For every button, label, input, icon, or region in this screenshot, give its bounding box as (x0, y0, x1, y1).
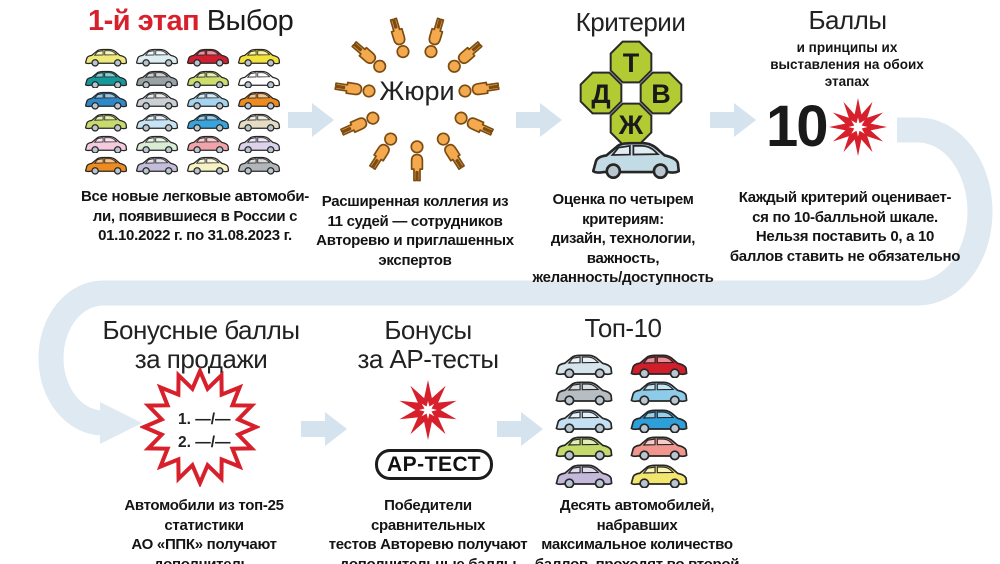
octagon-d-icon (579, 71, 623, 115)
car-icon (135, 135, 179, 154)
top10-caption: Десять автомобилей, набравших максимальн… (534, 497, 740, 564)
score-star-icon (828, 98, 887, 156)
stage1-title-accent: 1-й этап (88, 5, 200, 37)
person-icon (339, 111, 380, 136)
person-icon (458, 81, 500, 98)
car-icon (237, 113, 281, 132)
person-icon (447, 40, 483, 73)
person-icon (368, 132, 398, 170)
car-icon (237, 70, 281, 89)
octagon-letter-v: В (651, 79, 671, 109)
stage1-caption: Все новые легковые автомоби- ли, появивш… (80, 188, 309, 244)
car-icon (135, 92, 179, 110)
car-icon (84, 92, 128, 110)
points-caption: Каждый критерий оценивает- ся по 10-балл… (729, 189, 961, 265)
car-icon (186, 70, 230, 89)
car-icon (591, 141, 681, 180)
car-icon (84, 113, 128, 132)
criteria-car (588, 138, 684, 180)
band-arrowhead-icon (100, 402, 142, 444)
car-icon (630, 436, 688, 461)
car-icon (630, 354, 688, 379)
car-icon (186, 92, 230, 110)
car-icon (237, 92, 281, 110)
car-icon (186, 48, 230, 67)
octagon-v-icon (639, 71, 683, 115)
car-icon (630, 409, 688, 434)
car-icon (555, 382, 613, 406)
car-icon (84, 135, 128, 154)
flow-arrow-1-icon (288, 103, 335, 143)
octagon-letter-d: Д (591, 79, 610, 109)
sales-star-line-1: 1. —/— (178, 411, 231, 428)
car-icon (237, 48, 281, 67)
car-icon (186, 157, 230, 175)
person-icon (351, 40, 387, 73)
car-icon (237, 135, 281, 154)
car-icon (84, 48, 128, 67)
car-icon (135, 157, 179, 175)
bonus-artest-title: Бонусы за АР-тесты (357, 315, 499, 375)
octagon-letter-t: Т (623, 48, 640, 78)
car-icon (186, 113, 230, 132)
artest-star-icon (399, 380, 457, 440)
flow-arrow-4-icon (301, 412, 348, 452)
criteria-title: Критерии (575, 7, 686, 37)
person-icon (410, 140, 424, 182)
jury-circle: Жюри (332, 10, 502, 188)
car-icon (555, 464, 613, 489)
stage1-title-rest: Выбор (206, 5, 294, 37)
car-icon (186, 135, 230, 154)
car-icon (84, 157, 128, 175)
car-icon (630, 464, 688, 489)
points-subtitle: и принципы их выставления на обоих этапа… (770, 40, 924, 89)
points-score: 10 (766, 94, 828, 159)
person-icon (424, 17, 445, 58)
bonus-sales-title: Бонусные баллы за продажи (102, 315, 300, 375)
car-icon (555, 354, 613, 379)
car-icon (135, 113, 179, 132)
criteria-caption: Оценка по четырем критериям: дизайн, тех… (532, 191, 714, 286)
top10-title: Топ-10 (584, 313, 662, 343)
person-icon (436, 132, 466, 170)
octagon-t-icon (609, 40, 653, 84)
artest-badge: АР-ТЕСТ (375, 449, 493, 480)
person-icon (454, 111, 495, 136)
sales-starburst-icon: 1. —/— 2. —/— (140, 367, 260, 487)
car-icon (237, 157, 281, 175)
car-icon (135, 70, 179, 89)
bonus-sales-caption: Автомобили из топ-25 статистики АО «ППК»… (124, 497, 284, 564)
flow-arrow-2-icon (516, 103, 563, 143)
car-icon (555, 409, 613, 434)
car-icon (630, 382, 688, 406)
car-icon (555, 436, 613, 461)
sales-star-line-2: 2. —/— (178, 434, 231, 451)
points-score-group: 10 (766, 94, 889, 160)
top10-car-grid (553, 352, 690, 489)
jury-caption: Расширенная коллегия из 11 судей — сотру… (316, 193, 514, 269)
car-icon (84, 70, 128, 89)
stage1-car-grid (83, 47, 282, 175)
car-icon (135, 48, 179, 67)
bonus-artest-caption: Победители сравнительных тестов Авторевю… (328, 497, 528, 564)
flow-arrow-5-icon (497, 412, 544, 452)
criteria-octagons: Т Д В Ж (579, 40, 683, 155)
jury-label: Жюри (379, 76, 455, 106)
stage1-title: 1-й этап Выбор (88, 5, 294, 38)
person-icon (333, 81, 376, 98)
person-icon (389, 17, 410, 58)
points-title: Баллы (808, 5, 887, 35)
octagon-letter-zh: Ж (618, 110, 644, 140)
flow-arrow-3-icon (710, 103, 757, 143)
